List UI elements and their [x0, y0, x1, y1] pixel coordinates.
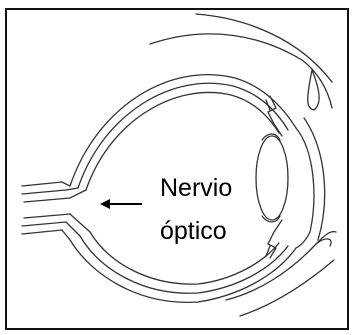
- label-nervio: Nervio: [160, 176, 232, 201]
- iris-upper: [266, 96, 282, 136]
- optic-nerve-lower: [22, 214, 90, 240]
- cornea: [296, 118, 325, 248]
- suspensory-ligament: [262, 134, 280, 222]
- iris-lower: [266, 220, 282, 258]
- lower-eyelid: [226, 232, 336, 316]
- label-optico: óptico: [160, 219, 227, 244]
- optic-nerve-upper: [22, 182, 86, 202]
- pointer-arrow: [100, 199, 142, 209]
- lens: [256, 136, 288, 220]
- upper-eyelid: [150, 14, 332, 108]
